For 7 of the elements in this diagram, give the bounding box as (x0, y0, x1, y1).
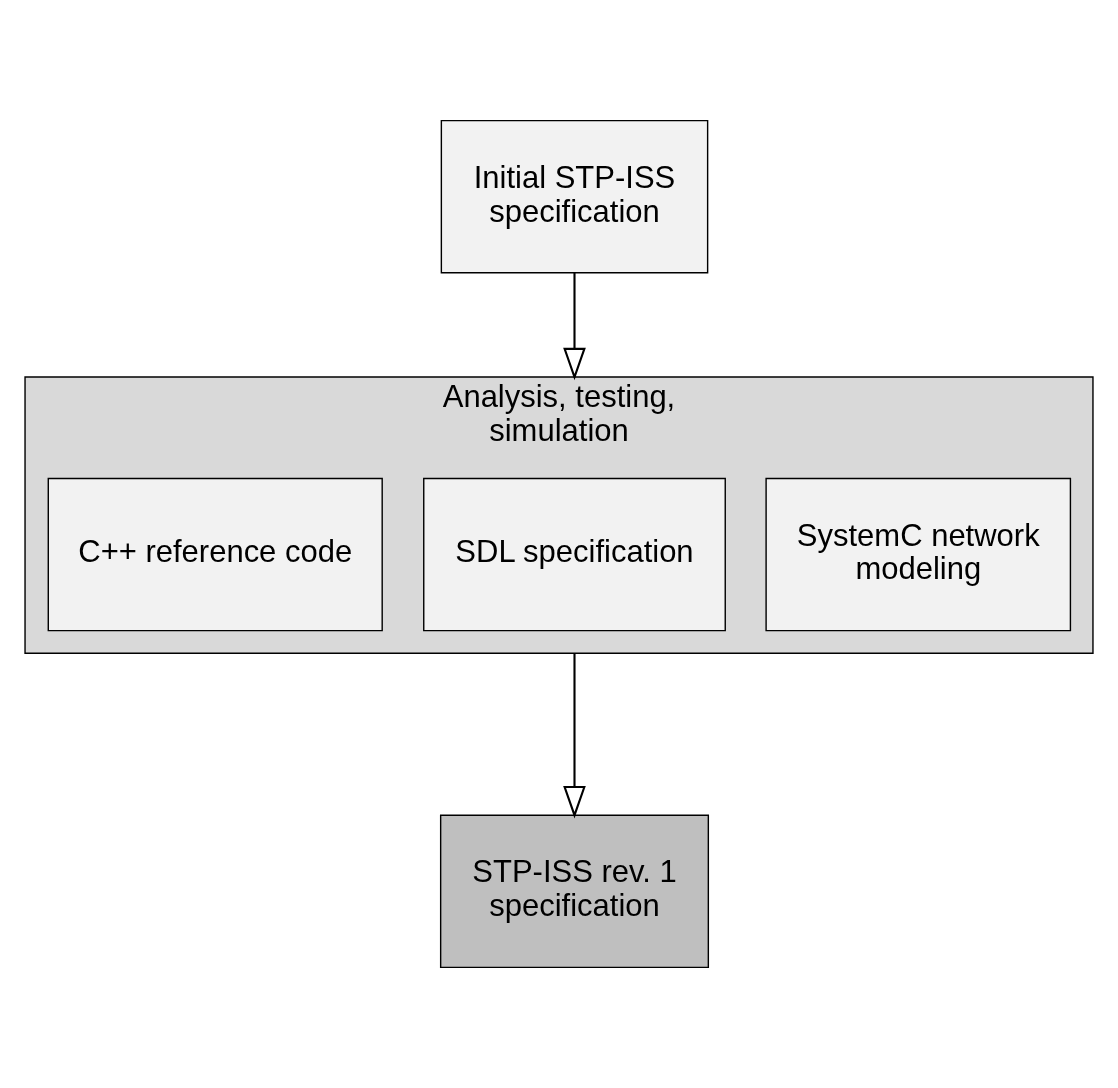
node-box: SystemC network modeling (765, 477, 1072, 632)
node-box: C++ reference code (47, 477, 383, 632)
node-box: SDL specification (423, 477, 726, 632)
arrow (563, 273, 586, 381)
arrow (563, 653, 586, 819)
node-box: STP-ISS rev. 1 specification (439, 814, 710, 969)
node-box: Initial STP-ISS specification (440, 119, 709, 274)
